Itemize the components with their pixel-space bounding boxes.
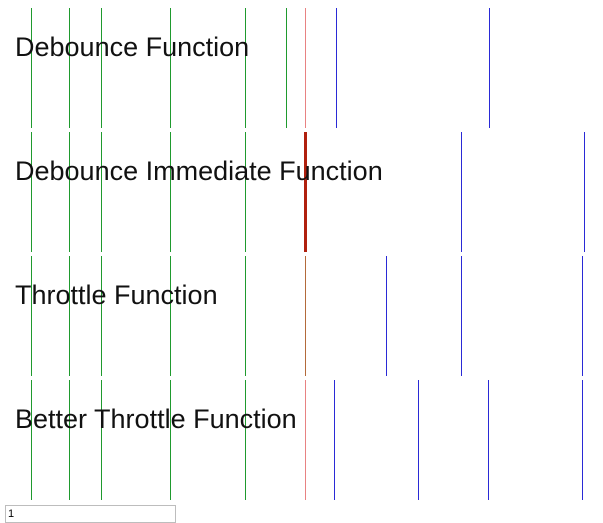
event-tick bbox=[31, 380, 32, 500]
event-tick bbox=[245, 132, 246, 252]
lane-label: Debounce Immediate Function bbox=[15, 156, 383, 186]
fire-tick bbox=[386, 256, 387, 376]
event-tick bbox=[101, 132, 102, 252]
event-tick bbox=[31, 132, 32, 252]
fire-tick bbox=[336, 8, 337, 128]
event-tick bbox=[31, 256, 32, 376]
lane-debounce-immediate: Debounce Immediate Function bbox=[0, 132, 603, 252]
event-tick bbox=[245, 380, 246, 500]
fire-tick bbox=[461, 256, 462, 376]
event-tick bbox=[170, 132, 171, 252]
frequency-input[interactable] bbox=[5, 505, 176, 523]
event-tick bbox=[69, 256, 70, 376]
event-tick bbox=[69, 132, 70, 252]
event-tick bbox=[170, 256, 171, 376]
lane-throttle: Throttle Function bbox=[0, 256, 603, 376]
lane-label: Debounce Function bbox=[15, 32, 250, 62]
fire-tick bbox=[582, 380, 583, 500]
fire-tick bbox=[418, 380, 419, 500]
event-tick bbox=[101, 8, 102, 128]
event-tick bbox=[101, 380, 102, 500]
fire-tick bbox=[489, 8, 490, 128]
current-time-marker bbox=[304, 132, 307, 252]
event-tick bbox=[69, 380, 70, 500]
event-tick bbox=[245, 8, 246, 128]
fire-tick bbox=[334, 380, 335, 500]
event-tick bbox=[286, 8, 287, 128]
event-tick bbox=[245, 256, 246, 376]
lane-better-throttle: Better Throttle Function bbox=[0, 380, 603, 500]
event-tick bbox=[101, 256, 102, 376]
fire-tick bbox=[584, 132, 585, 252]
lane-label: Better Throttle Function bbox=[15, 404, 297, 434]
lane-debounce: Debounce Function bbox=[0, 8, 603, 128]
current-time-marker bbox=[305, 380, 306, 500]
event-tick bbox=[31, 8, 32, 128]
fire-tick bbox=[582, 256, 583, 376]
lane-label: Throttle Function bbox=[15, 280, 218, 310]
current-time-marker bbox=[305, 8, 306, 128]
current-time-marker bbox=[305, 256, 306, 376]
event-tick bbox=[69, 8, 70, 128]
event-tick bbox=[170, 380, 171, 500]
event-tick bbox=[170, 8, 171, 128]
fire-tick bbox=[461, 132, 462, 252]
fire-tick bbox=[488, 380, 489, 500]
